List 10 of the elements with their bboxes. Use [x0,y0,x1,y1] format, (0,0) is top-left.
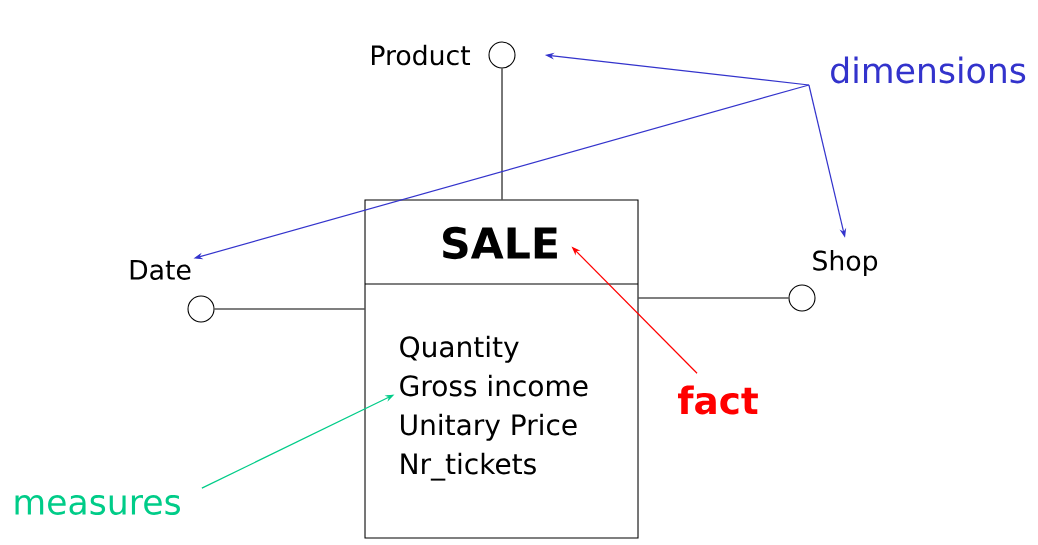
connector-line [214,308,365,310]
annotation-label: dimensions [831,56,1026,84]
dimension-label: Shop [813,250,878,276]
annotation-label: fact [678,385,758,415]
connector-line [638,297,789,299]
annotation-label: measures [15,495,180,515]
connector-line [501,68,503,200]
dimension-label: Product [372,44,470,66]
fact-table-box: SALE Quantity Gross income Unitary Price Nr_tickets [364,199,639,539]
dimension-label: Date [130,260,191,280]
